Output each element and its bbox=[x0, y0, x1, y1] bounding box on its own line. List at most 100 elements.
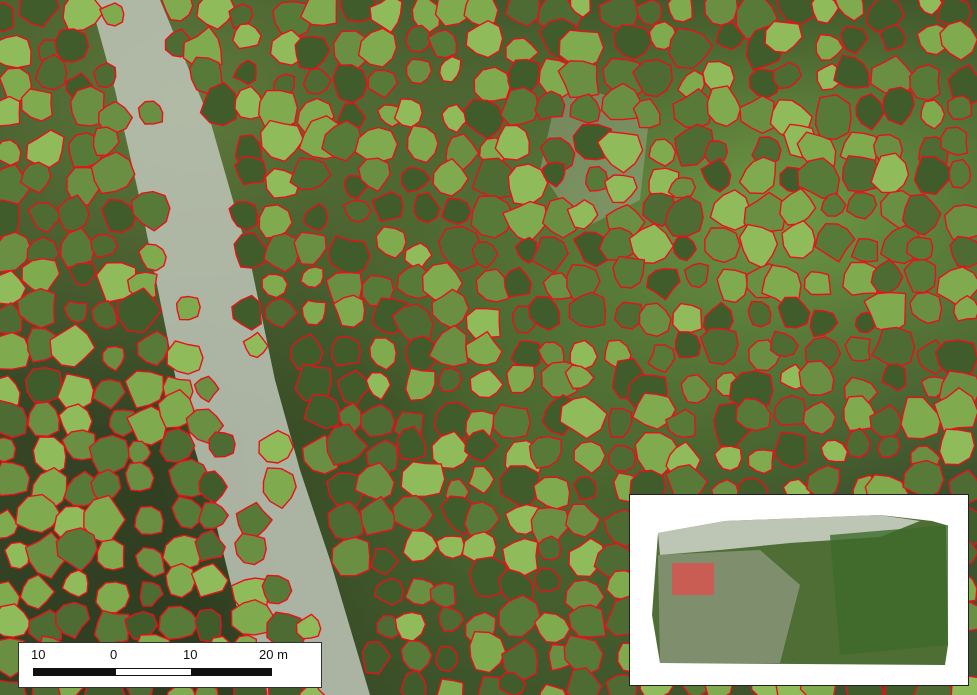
tree-crown-outline bbox=[332, 294, 366, 328]
tree-crown-outline bbox=[843, 395, 877, 432]
tree-crown-outline bbox=[375, 226, 407, 259]
tree-crown-outline bbox=[303, 394, 341, 430]
tree-crown-outline bbox=[473, 66, 512, 102]
tree-crown-outline bbox=[232, 59, 257, 86]
tree-crown-outline bbox=[18, 0, 60, 28]
tree-crown-outline bbox=[845, 427, 871, 459]
tree-crown-outline bbox=[469, 631, 507, 674]
tree-crown-outline bbox=[0, 231, 33, 273]
tree-crown-outline bbox=[93, 62, 117, 89]
tree-crown-outline bbox=[568, 291, 607, 329]
tree-crown-outline bbox=[138, 243, 167, 272]
scale-label-2: 10 bbox=[183, 647, 198, 662]
tree-crown-outline bbox=[55, 601, 91, 639]
tree-crown-outline bbox=[165, 562, 197, 599]
tree-crown-outline bbox=[90, 233, 118, 259]
tree-crown-outline bbox=[21, 258, 61, 297]
tree-crown-outline bbox=[869, 404, 903, 441]
tree-crown-outline bbox=[612, 255, 646, 289]
scale-segment-2 bbox=[115, 668, 192, 676]
tree-crown-outline bbox=[302, 203, 329, 232]
tree-crown-outline bbox=[604, 174, 638, 204]
tree-crown-outline bbox=[468, 556, 508, 598]
tree-crown-outline bbox=[566, 199, 599, 230]
tree-crown-outline bbox=[598, 0, 640, 29]
tree-crown-outline bbox=[405, 24, 432, 53]
tree-crown-outline bbox=[559, 396, 608, 440]
tree-crown-outline bbox=[902, 459, 945, 499]
tree-crown-outline bbox=[798, 360, 835, 396]
tree-crown-outline bbox=[198, 470, 228, 504]
tree-crown-outline bbox=[469, 368, 504, 399]
tree-crown-outline bbox=[815, 33, 844, 61]
tree-crown-outline bbox=[563, 634, 604, 677]
tree-crown-outline bbox=[607, 444, 637, 472]
tree-crown-outline bbox=[777, 296, 811, 329]
tree-crown-outline bbox=[411, 0, 441, 34]
tree-crown-outline bbox=[743, 191, 787, 237]
tree-crown-outline bbox=[948, 158, 972, 189]
tree-crown-outline bbox=[234, 156, 267, 186]
tree-crown-outline bbox=[871, 326, 916, 369]
tree-crown-outline bbox=[434, 645, 459, 672]
tree-crown-outline bbox=[208, 431, 236, 458]
tree-crown-outline bbox=[258, 429, 294, 464]
tree-crown-outline bbox=[431, 430, 471, 470]
tree-crown-outline bbox=[464, 429, 499, 462]
tree-crown-outline bbox=[565, 503, 601, 538]
tree-crown-outline bbox=[370, 547, 399, 576]
tree-crown-outline bbox=[400, 669, 427, 695]
tree-crown-outline bbox=[405, 58, 433, 85]
tree-crown-outline bbox=[61, 569, 89, 598]
tree-crown-outline bbox=[470, 195, 515, 239]
tree-crown-outline bbox=[0, 331, 32, 370]
tree-crown-outline bbox=[102, 345, 125, 372]
tree-crown-outline bbox=[436, 678, 464, 695]
tree-crown-outline bbox=[947, 64, 977, 106]
tree-crown-outline bbox=[735, 398, 772, 432]
scale-label-1: 0 bbox=[110, 647, 118, 662]
tree-crown-outline bbox=[0, 269, 27, 306]
tree-crown-outline bbox=[90, 151, 136, 195]
tree-crown-outline bbox=[432, 158, 469, 197]
tree-crown-outline bbox=[674, 123, 715, 167]
tree-crown-outline bbox=[504, 0, 541, 27]
tree-crown-outline bbox=[404, 242, 433, 270]
inset-roi-rectangle bbox=[672, 563, 714, 595]
tree-crown-outline bbox=[99, 2, 125, 27]
tree-crown-outline bbox=[683, 262, 710, 289]
tree-crown-outline bbox=[404, 577, 439, 606]
inset-road-edge bbox=[658, 515, 920, 555]
tree-crown-outline bbox=[32, 436, 67, 475]
tree-crown-outline bbox=[56, 373, 95, 411]
tree-crown-outline bbox=[330, 336, 362, 367]
tree-crown-outline bbox=[878, 24, 907, 52]
tree-crown-outline bbox=[413, 192, 441, 224]
tree-crown-outline bbox=[499, 86, 540, 127]
tree-crown-outline bbox=[328, 235, 371, 276]
tree-crown-outline bbox=[139, 581, 164, 607]
tree-crown-outline bbox=[502, 200, 549, 244]
tree-crown-outline bbox=[162, 534, 204, 571]
tree-crown-outline bbox=[130, 190, 171, 232]
tree-crown-outline bbox=[747, 449, 774, 475]
tree-crown-outline bbox=[596, 131, 644, 174]
tree-crown-outline bbox=[16, 287, 56, 329]
tree-crown-outline bbox=[844, 336, 871, 362]
tree-crown-outline bbox=[196, 0, 237, 30]
tree-crown-outline bbox=[93, 609, 130, 647]
tree-crown-outline bbox=[0, 603, 32, 638]
inset-dense-forest bbox=[830, 525, 948, 655]
tree-crown-outline bbox=[531, 236, 569, 274]
tree-crown-outline bbox=[870, 258, 904, 294]
tree-crown-outline bbox=[124, 370, 165, 409]
tree-crown-outline bbox=[134, 546, 166, 578]
tree-crown-outline bbox=[0, 399, 28, 439]
tree-crown-outline bbox=[264, 167, 301, 199]
tree-crown-outline bbox=[769, 330, 799, 358]
tree-crown-outline bbox=[905, 236, 934, 263]
tree-crown-outline bbox=[0, 95, 21, 127]
tree-crown-outline bbox=[672, 88, 713, 129]
tree-crown-outline bbox=[475, 268, 510, 303]
tree-crown-outline bbox=[463, 0, 499, 27]
